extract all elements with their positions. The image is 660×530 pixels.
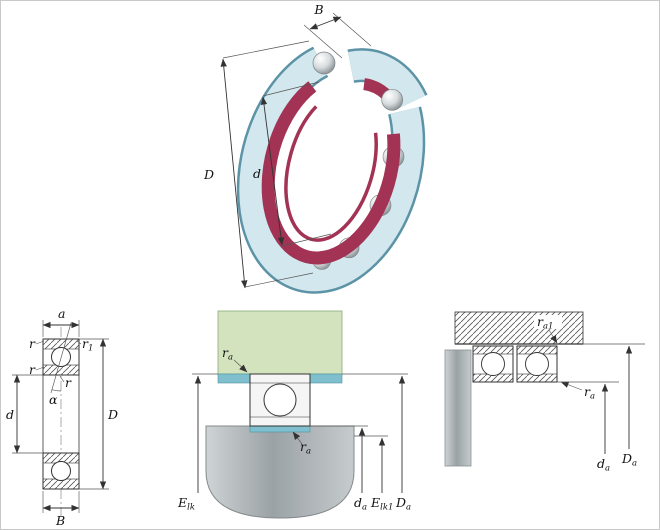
dim-label-B: B: [55, 513, 65, 528]
dim-label-a: a: [58, 306, 65, 321]
ball-top-cut: [312, 51, 336, 75]
bearing-section-left: [472, 345, 514, 383]
housing-hatch: [454, 311, 584, 345]
dim-label-ra-bottom: ra: [300, 439, 311, 457]
extension-line-d2: [281, 233, 332, 247]
dim-label-D: D: [203, 167, 214, 182]
extension-line-D2: [244, 272, 314, 288]
dim-label-da: da: [597, 456, 610, 474]
seat-strip-right: [309, 373, 343, 384]
seat-strip-left: [217, 373, 251, 384]
leader-line-ra1: [548, 329, 558, 344]
leader-line: [76, 340, 82, 345]
mounting-right-view: ra1 ra da Da: [444, 311, 645, 474]
dim-label-da: da: [354, 495, 367, 513]
bearing-section-right: [516, 345, 558, 383]
dim-label-r-top-left: r: [29, 336, 36, 351]
dim-label-r-inner: r: [65, 375, 72, 390]
dim-label-alpha: α: [49, 392, 58, 407]
dim-label-ra-top: ra: [222, 345, 233, 363]
dim-label-Da: Da: [621, 451, 637, 469]
dim-label-d: d: [6, 407, 14, 422]
contact-angle-line: [50, 322, 72, 394]
label-knockout: [534, 315, 562, 329]
cross-section-view: α a r r1 r r d D B: [6, 306, 118, 528]
ball: [263, 383, 297, 417]
leader-line-ra-bottom: [292, 431, 303, 445]
dim-label-ra: ra: [584, 384, 595, 402]
extension-line-D1: [222, 40, 310, 59]
bearing-section: [249, 373, 311, 427]
mounting-center-view: ra ra Elk da Elk1 Da: [177, 310, 411, 519]
dim-label-d: d: [253, 166, 261, 181]
dim-label-r-left: r: [29, 362, 36, 377]
shaft-seat-strip: [249, 425, 311, 433]
dim-line-D: [220, 58, 248, 289]
dim-label-D: D: [107, 407, 118, 422]
ball: [51, 461, 71, 481]
dim-label-Da: Da: [395, 495, 411, 513]
dim-label-Elk1: Elk1: [370, 495, 393, 513]
angle-arc: [51, 389, 62, 392]
dim-label-B: B: [313, 2, 323, 17]
extension-line-B1: [303, 24, 343, 59]
ball: [481, 352, 505, 376]
ball: [525, 352, 549, 376]
segment-ball: [381, 88, 404, 111]
leader-line-ra: [560, 381, 583, 391]
dim-label-r1: r1: [82, 336, 93, 354]
dim-line-d: [260, 96, 285, 246]
segment-band: [347, 50, 426, 109]
extension-line-d1: [262, 81, 320, 97]
leader-line: [35, 366, 45, 371]
iso-view: B D d: [203, 2, 428, 294]
dim-label-ra1: ra1: [537, 314, 553, 332]
housing-block: [217, 310, 343, 375]
leader-line: [59, 375, 65, 383]
leader-line-ra-top: [233, 359, 248, 373]
shaft-shoulder: [444, 349, 472, 467]
bore-edge-arc: [284, 105, 378, 242]
section-bottom: [42, 452, 80, 490]
shaft: [205, 425, 355, 519]
dim-label-Elk: Elk: [177, 495, 195, 513]
dim-line-B: [309, 16, 342, 30]
leader-line: [35, 340, 45, 345]
